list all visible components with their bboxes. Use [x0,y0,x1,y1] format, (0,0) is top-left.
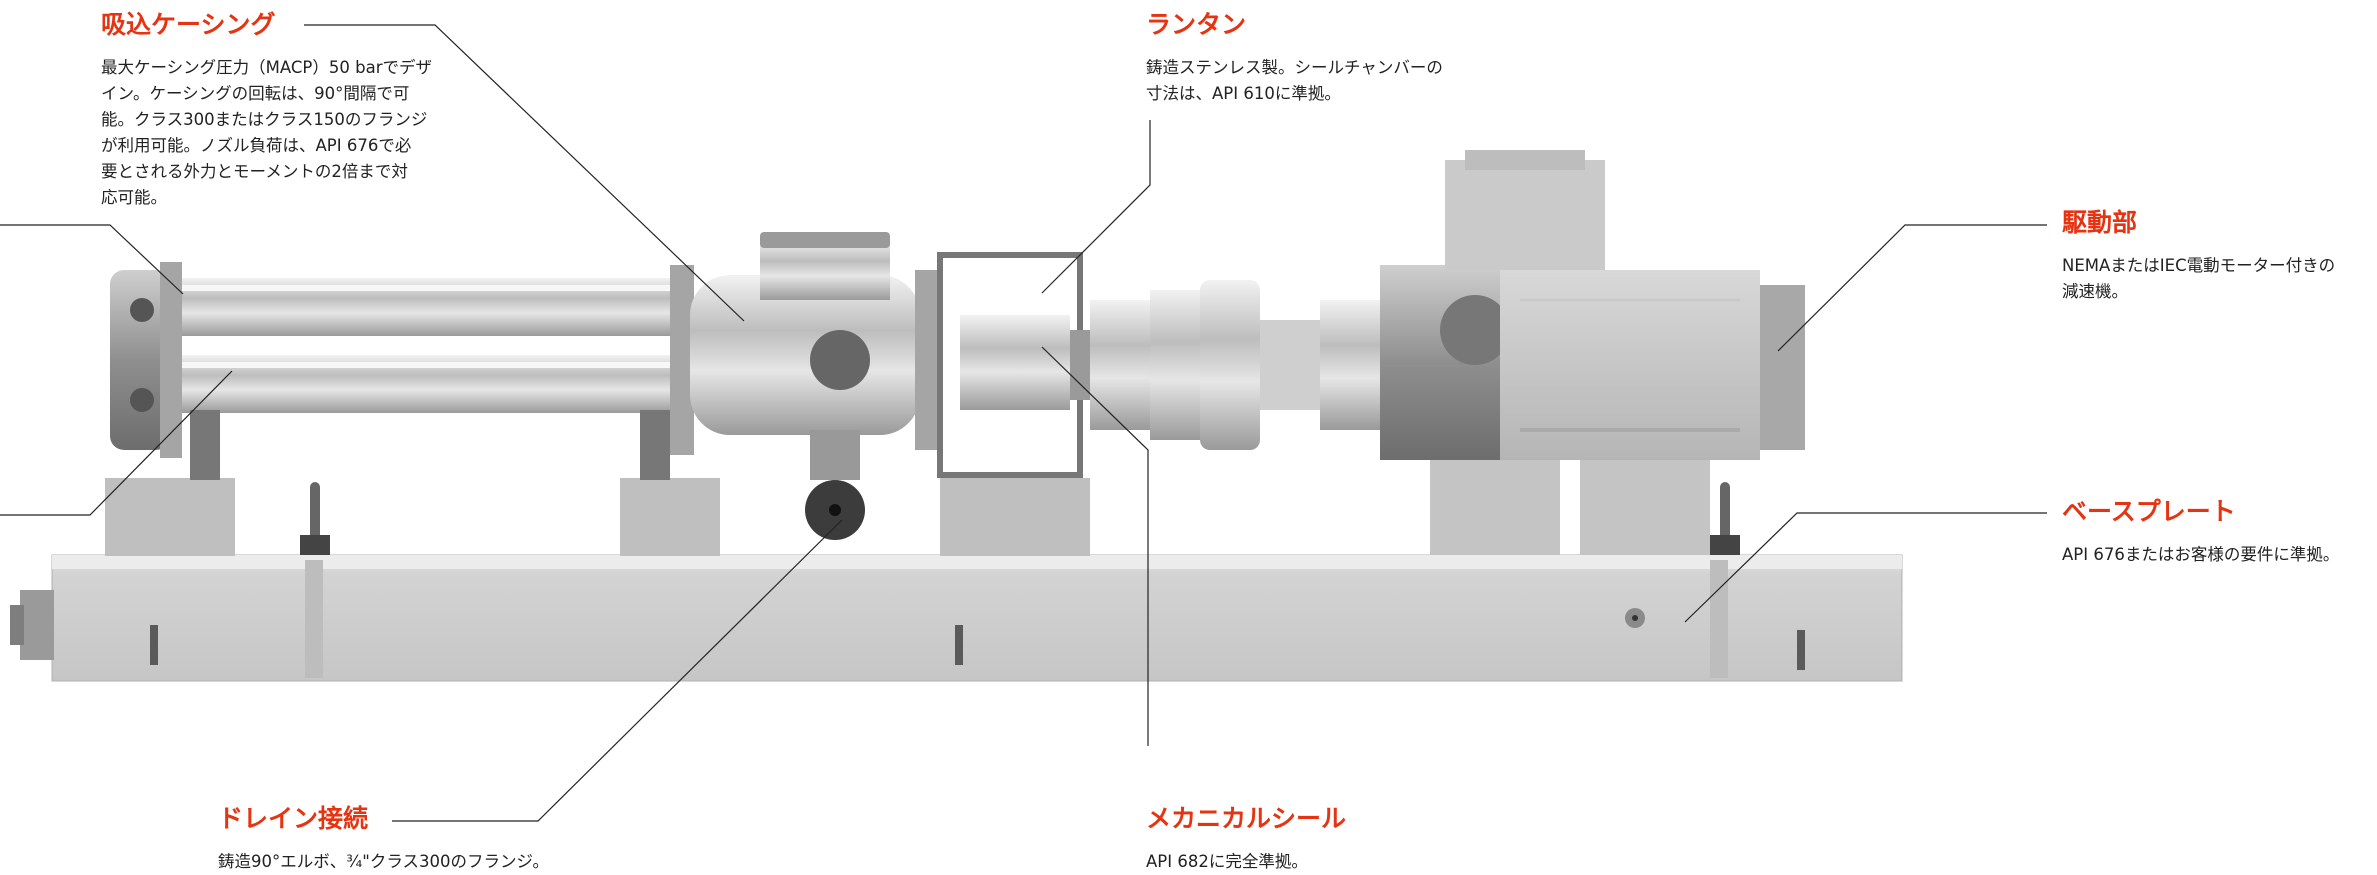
callout-baseplate: ベースプレート API 676またはお客様の要件に準拠。 [2062,496,2339,568]
leader-suction-casing [304,24,745,322]
drive-description: NEMAまたはIEC電動モーター付きの 減速機。 [2062,256,2336,301]
leader-lantern [1041,120,1151,294]
drain-description: 鋳造90°エルボ、¾"クラス300のフランジ。 [218,852,549,871]
leader-drain [392,519,843,822]
drain-title: ドレイン接続 [218,804,369,833]
baseplate-description: API 676またはお客様の要件に準拠。 [2062,545,2340,564]
callout-drive: 駆動部 NEMAまたはIEC電動モーター付きの 減速機。 [2062,207,2335,305]
drive-unit [1380,150,1805,460]
leader-drive [1777,224,2047,352]
leader-edge-top [0,224,184,295]
callout-lantern: ランタン 鋳造ステンレス製。シールチャンバーの 寸法は、API 610に準拠。 [1146,9,1443,107]
mech-seal-description: API 682に完全準拠。 [1146,852,1308,871]
callout-drain: ドレイン接続 鋳造90°エルボ、¾"クラス300のフランジ。 [218,803,549,875]
pump-pedestals [105,455,1710,556]
baseplate-title: ベースプレート [2062,497,2236,526]
suction-casing-description: 最大ケーシング圧力（MACP）50 barでデザ イン。ケーシングの回転は、90… [101,58,432,207]
coupling [1150,280,1380,450]
lantern-description: 鋳造ステンレス製。シールチャンバーの 寸法は、API 610に準拠。 [1146,58,1443,103]
callout-mech-seal: メカニカルシール API 682に完全準拠。 [1146,803,1346,875]
callout-suction-casing: 吸込ケーシング 最大ケーシング圧力（MACP）50 barでデザ イン。ケーシン… [101,9,432,211]
leader-mech-seal [1041,346,1149,746]
leader-lines [0,24,2047,822]
leader-edge-bottom [0,370,233,516]
baseplate [10,482,1903,682]
suction-casing [690,232,940,540]
suction-casing-title: 吸込ケーシング [101,10,276,39]
lantern-title: ランタン [1146,10,1247,39]
leader-baseplate [1684,512,2047,623]
screw-housing [110,262,694,480]
drive-title: 駆動部 [2062,208,2138,237]
lantern [937,252,1150,478]
mech-seal-title: メカニカルシール [1146,804,1347,833]
